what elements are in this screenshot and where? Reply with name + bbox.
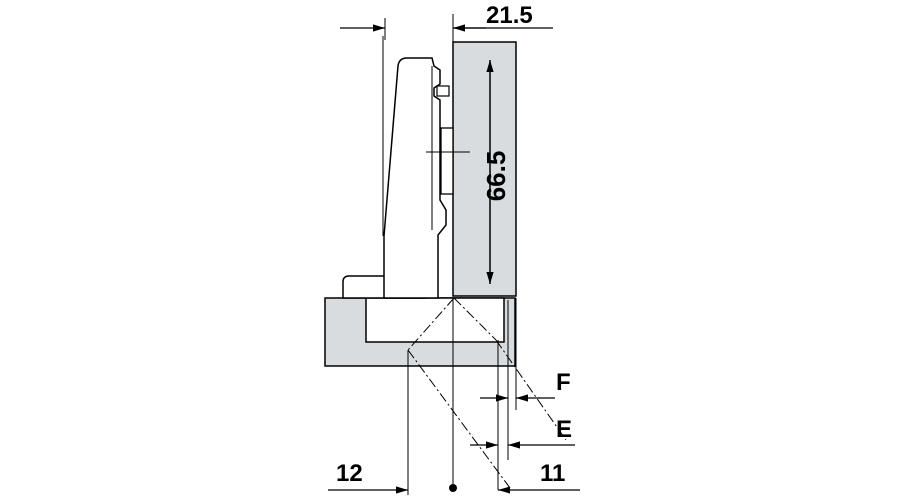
swing-line-1 <box>407 297 455 351</box>
hinge-slot <box>440 127 454 195</box>
hinge-cup <box>365 297 505 343</box>
hinge-arm <box>383 57 447 299</box>
dim-12-label: 12 <box>336 460 363 487</box>
dim-e-label: E <box>556 416 572 443</box>
door-panel <box>452 41 517 297</box>
hinge-adjust-screw <box>436 85 450 97</box>
pivot-point <box>449 484 457 492</box>
dim-21-5-label: 21.5 <box>486 2 533 29</box>
dim-11-label: 11 <box>540 460 565 487</box>
dim-66-5-label: 66.5 <box>481 151 511 202</box>
swing-line-2 <box>453 297 497 341</box>
swing-line-3 <box>407 349 511 489</box>
dim-f-label: F <box>556 369 571 396</box>
